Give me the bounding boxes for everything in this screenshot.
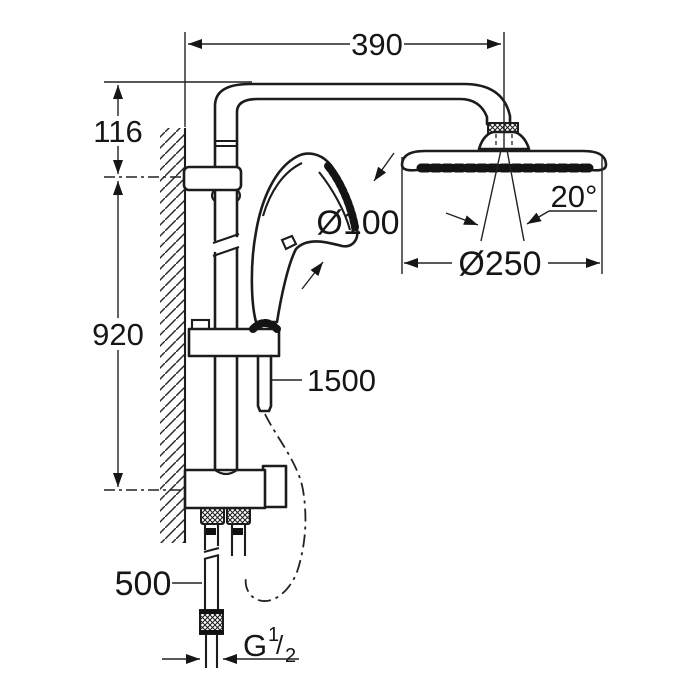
dimension-390: 390: [184, 27, 505, 150]
hose-solid-end: [256, 354, 273, 413]
holder-body: [187, 327, 281, 358]
connector-band-top: [199, 610, 224, 614]
leader-right-arrow: [526, 210, 550, 225]
bracket-collar: [210, 189, 242, 202]
dim-label-250: Ø250: [458, 245, 541, 283]
hand-shower: [250, 152, 359, 324]
arch-pipe-outer: [213, 82, 512, 147]
dimension-250: Ø250: [401, 157, 603, 283]
hose-dashed-loop: [244, 413, 307, 602]
supply-valve: [183, 464, 288, 668]
thread-slash: /: [276, 630, 284, 660]
dimension-920: 920: [92, 181, 184, 491]
dimension-spray-angle: 20°: [445, 149, 598, 242]
dimension-500: 500: [115, 565, 202, 603]
top-wall-bracket: [182, 165, 243, 202]
spray-ray-left: [480, 149, 502, 242]
dim-label-angle: 20°: [551, 179, 598, 214]
dim-label-390: 390: [351, 27, 403, 62]
shower-rail-and-arch: [212, 82, 512, 472]
hand-shower-button: [280, 234, 298, 251]
thread-prefix: G: [243, 628, 267, 663]
thread-numerator: 1: [268, 624, 279, 646]
dimension-116: 116: [93, 81, 252, 178]
dimension-100: Ø100: [301, 152, 400, 290]
dim-label-500: 500: [115, 565, 172, 603]
connector-band-bottom: [199, 630, 224, 634]
dim-label-1500: 1500: [307, 363, 376, 398]
dim-label-116: 116: [93, 114, 142, 149]
wall-section: [160, 128, 187, 543]
shower-hose: [244, 354, 307, 602]
bottom-pipe: [204, 634, 219, 668]
arch-pipe-inner: [235, 97, 489, 147]
pipe-seam: [215, 139, 237, 148]
leader-left-arrow: [445, 212, 479, 226]
bracket-body: [182, 165, 243, 192]
dimension-thread: G 1 / 2: [162, 624, 299, 667]
valve-pipe-seat: [214, 469, 238, 476]
head-shower: [400, 122, 608, 173]
band-left: [206, 528, 216, 535]
hand-shower-rim-line: [261, 162, 303, 217]
supply-pipe-right: [230, 524, 247, 556]
hand-shower-face-inner: [318, 171, 352, 231]
hand-shower-cone-seat: [249, 319, 281, 333]
spray-ray-right: [506, 149, 525, 242]
dome-hidden-lines: [495, 134, 513, 148]
union-nut-right: [226, 507, 251, 525]
thread-denominator: 2: [285, 645, 296, 667]
union-nut-left: [200, 507, 225, 525]
dim-label-100: Ø100: [316, 204, 399, 242]
pipe-break-mark: [212, 233, 240, 257]
diverter-knob: [261, 464, 288, 509]
dimension-1500: 1500: [272, 363, 376, 398]
slider-holder: [187, 318, 281, 358]
hand-shower-spray-face: [324, 162, 359, 231]
leader-upper: [373, 152, 395, 182]
wall-hatch: [160, 128, 185, 543]
valve-body: [183, 468, 267, 510]
supply-hose-break: [203, 546, 220, 561]
leader-lower: [301, 261, 324, 290]
rail-pipe: [213, 144, 239, 472]
dim-label-920: 920: [92, 317, 144, 352]
supply-hose-left: [203, 524, 220, 610]
band-right: [233, 528, 243, 535]
